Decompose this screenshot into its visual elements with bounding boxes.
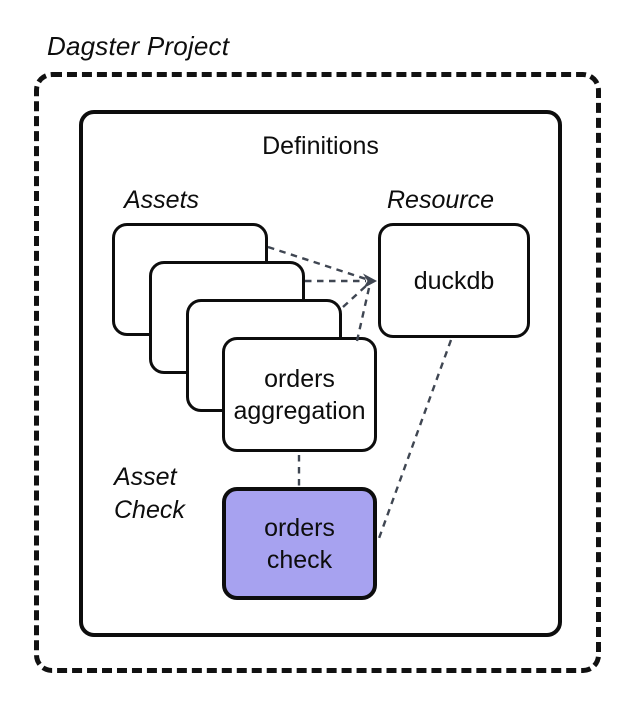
orders-check-label-line1: orders (264, 513, 335, 542)
orders-aggregation-label-line1: orders (264, 364, 335, 393)
definitions-title: Definitions (262, 132, 379, 160)
assets-group-label: Assets (124, 186, 200, 214)
asset-check-node-orders-check: orders check (222, 487, 377, 600)
asset-check-label-line1: Asset (114, 463, 177, 491)
resource-node-duckdb: duckdb (378, 223, 530, 338)
dagster-project-boundary (34, 72, 601, 673)
project-title: Dagster Project (47, 31, 230, 61)
asset-check-group-label: Asset Check (114, 461, 185, 527)
orders-aggregation-label-line2: aggregation (233, 396, 366, 425)
orders-check-label-line2: check (266, 545, 333, 574)
resource-group-label: Resource (387, 186, 494, 214)
duckdb-label: duckdb (413, 266, 495, 295)
asset-node-orders-aggregation: orders aggregation (222, 337, 377, 452)
asset-check-label-line2: Check (114, 496, 185, 524)
